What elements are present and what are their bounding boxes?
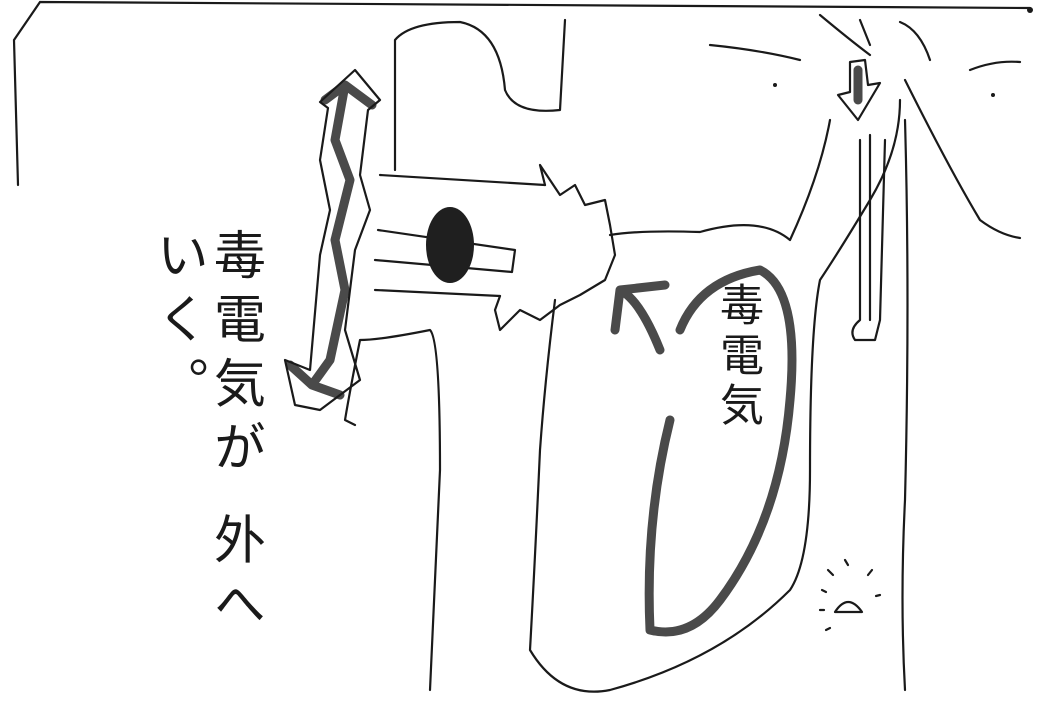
dark-blob <box>426 207 474 283</box>
down-arrow-icon <box>836 58 882 122</box>
right-panel-outline <box>903 78 1022 240</box>
ink-dot <box>773 83 777 87</box>
inner-channel-outline <box>608 118 832 242</box>
leg-figure <box>851 133 887 342</box>
lower-loop-outline <box>528 98 902 693</box>
caption-line-2: 外へいく。 <box>147 228 265 641</box>
right-edge-outline <box>901 118 909 692</box>
caption-line-1: 毒電気が <box>204 228 265 484</box>
double-arrow-outline <box>283 68 382 412</box>
frame-border <box>12 0 1032 187</box>
body-back-outline <box>343 328 442 692</box>
top-right-flaps <box>708 13 1022 72</box>
double-headed-arrow-icon <box>285 80 377 400</box>
curved-arrow-icon <box>610 280 670 355</box>
frame-dot <box>1027 7 1033 13</box>
inner-loop-marker <box>644 265 797 637</box>
dome-icon <box>833 600 864 614</box>
body-outline <box>393 18 567 172</box>
ink-dot <box>991 93 995 97</box>
inner-label: 毒電気 <box>712 282 763 432</box>
main-caption: 毒電気が 外へいく。 <box>147 228 265 668</box>
spiky-hand <box>493 163 617 332</box>
dome-rays <box>818 558 882 632</box>
